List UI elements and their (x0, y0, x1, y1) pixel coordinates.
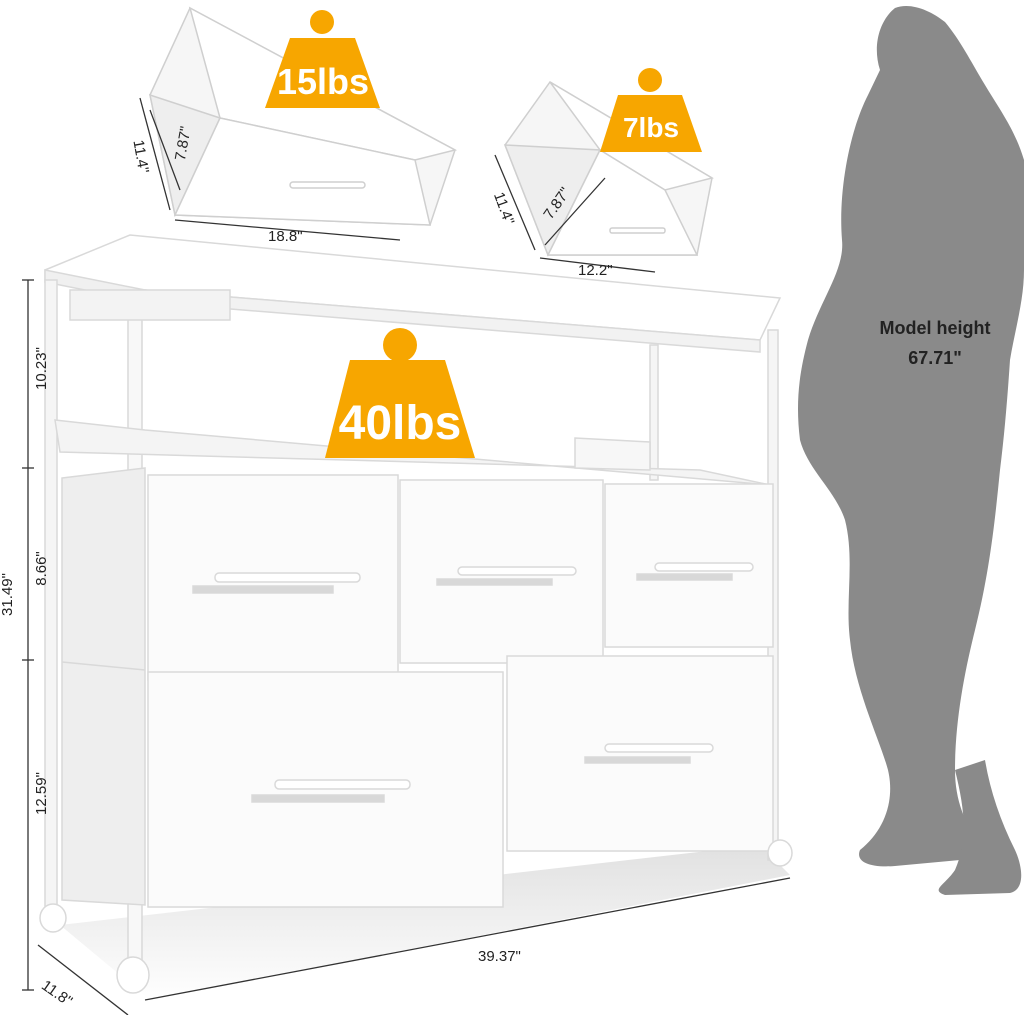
dimension-lines (22, 97, 791, 1015)
weight-label-large: 15lbs (276, 61, 370, 102)
dresser (39, 234, 793, 994)
model-silhouette (797, 5, 1024, 895)
lower-drawer-height-label: 12.59" (32, 772, 50, 815)
upper-drawer-height-label: 8.66" (32, 551, 50, 586)
total-height-label: 31.49" (0, 573, 16, 616)
model-height-label: Model height (879, 318, 991, 338)
model-height-value: 67.71" (908, 348, 962, 368)
small-drawer-width-label: 12.2" (578, 262, 613, 279)
shelf-height-label: 10.23" (32, 347, 50, 390)
floor-shadow (60, 845, 790, 1000)
weight-badge-shelf (325, 328, 475, 458)
width-label: 39.37" (478, 948, 521, 965)
lower-drawer-2 (506, 655, 774, 852)
weight-badge-small (600, 68, 702, 152)
weight-badge-large (265, 10, 380, 108)
large-drawer-width-label: 18.8" (268, 228, 303, 245)
weight-label-shelf: 40lbs (338, 397, 462, 450)
weight-label-small: 7lbs (622, 112, 680, 143)
